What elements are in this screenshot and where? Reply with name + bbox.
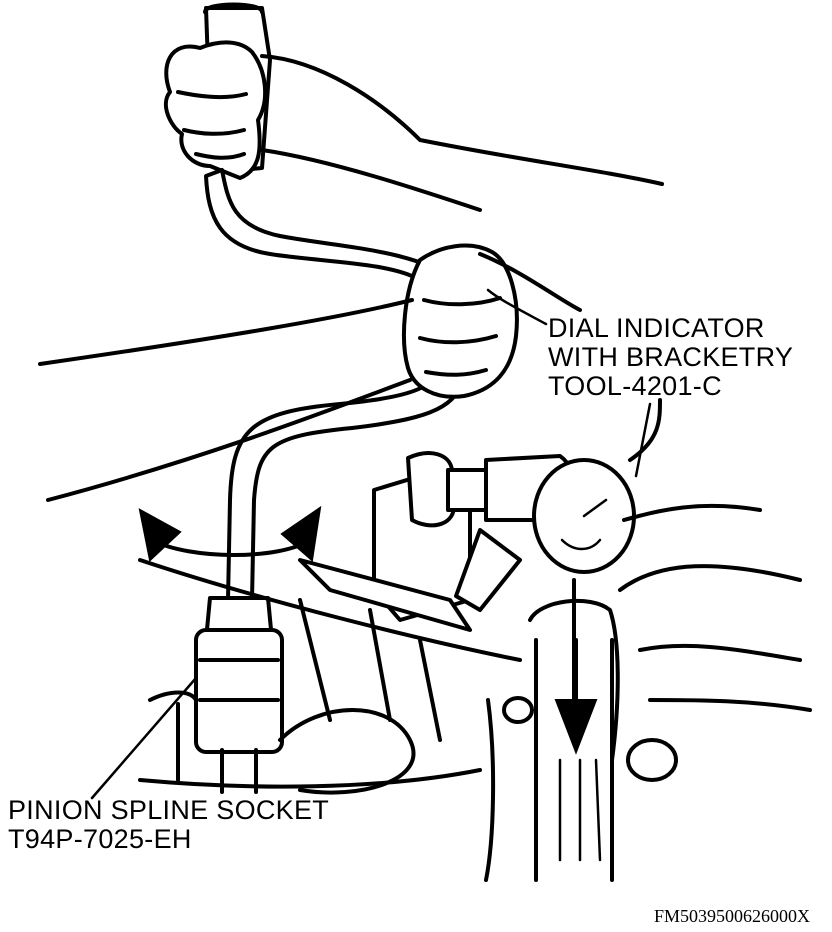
pinion-label-line-1: PINION SPLINE SOCKET [8,795,330,825]
socket-leader-line [90,676,198,800]
pinion-socket-label: PINION SPLINE SOCKET T94P-7025-EH [8,796,329,854]
dial-label-line-2: WITH BRACKETRY [548,342,794,372]
down-arrow [554,638,598,755]
housing [138,558,678,882]
dial-indicator [298,398,812,712]
upper-hand [163,2,664,212]
pinion-label-line-2: T94P-7025-EH [8,824,192,854]
lower-hand [38,243,582,502]
dial-label-line-3: TOOL-4201-C [548,371,722,401]
dial-indicator-label: DIAL INDICATOR WITH BRACKETRY TOOL-4201-… [548,314,793,401]
spline-socket [194,596,284,794]
figure-id: FM5039500626000X [653,906,810,926]
dial-leader-line-lower [634,402,652,478]
dial-leader-line [486,288,548,326]
dial-label-line-1: DIAL INDICATOR [548,313,765,343]
rotation-arrow [138,505,322,562]
